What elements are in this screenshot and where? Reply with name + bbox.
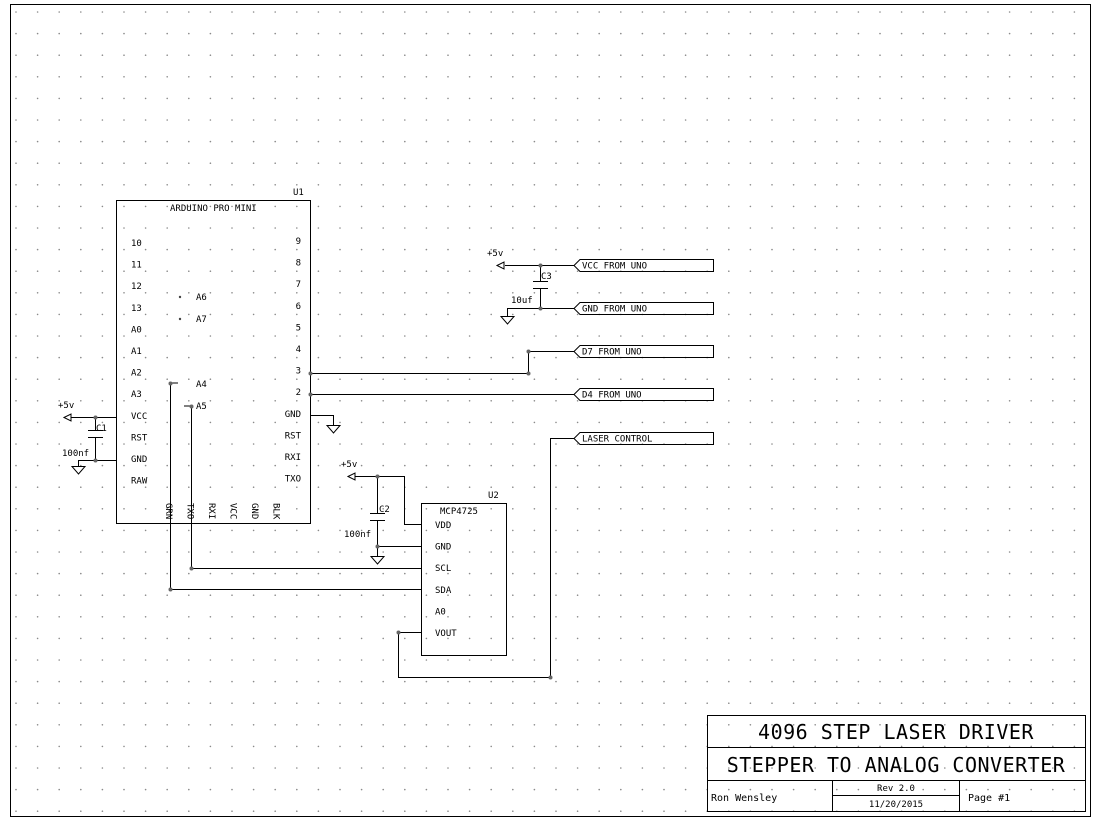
- port-label: LASER CONTROL: [582, 435, 652, 445]
- capacitor-c2[interactable]: C2 100nf: [344, 505, 390, 540]
- plus5-label-2: +5v: [487, 249, 503, 259]
- u2-part-name: MCP4725: [440, 507, 478, 517]
- drawing-revision: Rev 2.0: [877, 784, 915, 794]
- u1-left-pin: A3: [131, 390, 142, 400]
- sheet-border: [10, 4, 1091, 817]
- u1-a7-pin-dot: [178, 317, 182, 321]
- u1-right-pin: 4: [296, 345, 301, 355]
- c2-designator: C2: [379, 505, 390, 515]
- u1-left-pin: RST: [131, 433, 148, 443]
- u1-right-pin: 8: [296, 259, 301, 269]
- c1-designator: C1: [96, 424, 107, 434]
- capacitor-c1[interactable]: C1 100nf: [62, 424, 107, 459]
- u1-body: [116, 200, 311, 524]
- u1-bottom-pin: TXO: [185, 503, 195, 519]
- u1-left-pin: A2: [131, 369, 142, 379]
- u1-left-pin: GND: [131, 455, 147, 465]
- c3-value: 10uf: [511, 296, 533, 306]
- u2-pin: A0: [435, 607, 446, 617]
- u1-left-pin: A1: [131, 347, 142, 357]
- u1-right-pin: 7: [296, 280, 301, 290]
- u1-left-pin: A0: [131, 325, 142, 335]
- u2-pin: VOUT: [435, 629, 457, 639]
- u1-bottom-pin: BLK: [271, 503, 281, 520]
- u1-designator: U1: [293, 188, 304, 198]
- u1-left-pin: RAW: [131, 477, 148, 487]
- u2-pin: VDD: [435, 521, 451, 531]
- port-shape: [573, 388, 714, 401]
- port-connectors: VCC FROM UNO GND FROM UNO D7 FROM UNO D4 FR…: [573, 259, 714, 445]
- port-shape: [573, 345, 714, 358]
- port-shape: [573, 432, 714, 445]
- u2-designator: U2: [488, 491, 499, 501]
- power-plus5-c3: +5v: [487, 249, 505, 270]
- wires: [70, 265, 574, 678]
- u1-left-pin: 11: [131, 261, 142, 271]
- power-plus5-u2: +5v: [341, 460, 357, 481]
- port-label: D7 FROM UNO: [582, 348, 642, 358]
- u1-left-pin: 13: [131, 304, 142, 314]
- u1-right-pin: 5: [296, 323, 301, 333]
- drawing-title: 4096 STEP LASER DRIVER: [758, 720, 1034, 744]
- drawing-subtitle: STEPPER TO ANALOG CONVERTER: [727, 753, 1066, 777]
- power-plus5-u1: +5v: [58, 401, 74, 422]
- u1-bottom-pin: GRN: [163, 503, 173, 519]
- drawing-page: Page #1: [968, 793, 1010, 804]
- capacitor-c3[interactable]: C3 10uf: [511, 272, 552, 306]
- u1-left-pin: VCC: [131, 412, 147, 422]
- plus5-label-1: +5v: [58, 401, 74, 411]
- u1-left-pin: 12: [131, 282, 142, 292]
- u2-pin: GND: [435, 543, 451, 553]
- u1-a6-pin-dot: [178, 295, 182, 299]
- u1-bottom-pin: VCC: [228, 503, 238, 519]
- u1-bottom-pin: RXI: [206, 503, 216, 519]
- u1-pin-a7: A7: [196, 315, 207, 325]
- c1-value: 100nf: [62, 449, 89, 459]
- port-label: D4 FROM UNO: [582, 391, 642, 401]
- u2-pin: SDA: [435, 586, 452, 596]
- junctions: [93, 263, 553, 680]
- u1-right-pin: 3: [296, 367, 301, 377]
- c3-designator: C3: [541, 272, 552, 282]
- port-shape: [573, 259, 714, 272]
- title-block: 4096 STEP LASER DRIVER STEPPER TO ANALOG…: [707, 715, 1086, 812]
- u1-bottom-pins: GRN TXO RXI VCC GND BLK: [163, 503, 281, 520]
- u1-part-name: ARDUINO PRO MINI: [170, 204, 257, 214]
- drawing-author: Ron Wensley: [711, 793, 777, 804]
- plus5-label-3: +5v: [341, 460, 357, 470]
- port-shape: [573, 302, 714, 315]
- u1-right-pin: RST: [285, 431, 302, 441]
- u1-bottom-pin: GND: [249, 503, 259, 519]
- u1-right-pin: GND: [285, 410, 301, 420]
- u1-right-pin: TXO: [285, 475, 301, 485]
- port-label: GND FROM UNO: [582, 305, 647, 315]
- drawing-date: 11/20/2015: [869, 800, 923, 810]
- u1-right-pin: RXI: [285, 453, 301, 463]
- u2-body: [421, 503, 507, 656]
- u1-right-pin: 9: [296, 237, 301, 247]
- u2-pin: SCL: [435, 564, 451, 574]
- u1-pin-a6: A6: [196, 293, 207, 303]
- ground-symbols: [70, 316, 516, 565]
- port-label: VCC FROM UNO: [582, 262, 647, 272]
- grid-dots: [15, 11, 1076, 812]
- c2-value: 100nf: [344, 530, 371, 540]
- u1-left-pin: 10: [131, 239, 142, 249]
- u1-pin-a4: A4: [196, 380, 207, 390]
- u1-pin-a5: A5: [196, 402, 207, 412]
- u1-right-pin: 2: [296, 388, 301, 398]
- u1-right-pin: 6: [296, 302, 301, 312]
